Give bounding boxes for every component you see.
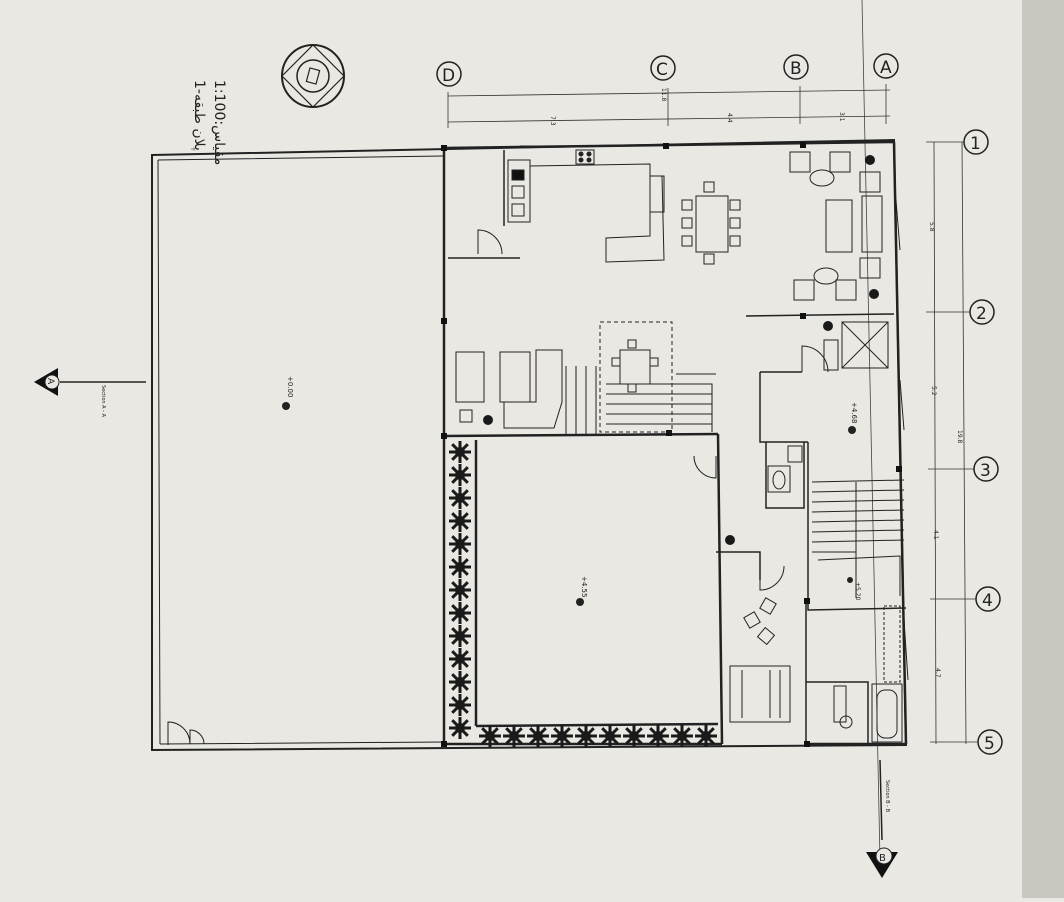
shrub-icon bbox=[449, 717, 471, 739]
svg-text:+5.20: +5.20 bbox=[854, 582, 861, 601]
section-b-label: Section B - B bbox=[884, 780, 890, 813]
svg-text:B: B bbox=[790, 59, 802, 79]
shrub-icon bbox=[623, 725, 645, 747]
potted-plant-icons bbox=[483, 155, 879, 545]
dim-right-total: 19.8 bbox=[956, 430, 963, 444]
hall-level-marker: +4.68 bbox=[848, 402, 858, 434]
svg-text:+4.55: +4.55 bbox=[580, 576, 588, 597]
grid-bubble-3: 3 bbox=[973, 456, 999, 482]
living-room bbox=[789, 151, 883, 301]
dining-table bbox=[681, 181, 741, 265]
title-block: 1-پلان طبقه مقیاس:1:100 bbox=[191, 80, 227, 165]
dim-top-2: 4.4 bbox=[726, 113, 733, 123]
grid-bubble-c: C bbox=[650, 55, 676, 81]
dim-right-2: 5.2 bbox=[930, 386, 937, 396]
grid-bubble-4: 4 bbox=[975, 586, 1001, 612]
shrub-icon bbox=[449, 533, 471, 555]
svg-text:2: 2 bbox=[976, 304, 987, 324]
top-dimension-lines bbox=[447, 84, 891, 128]
section-a-marker: A Section A - A bbox=[34, 368, 146, 418]
shrub-icon bbox=[551, 725, 573, 747]
bath-and-stair bbox=[767, 445, 905, 598]
shrub-icon bbox=[449, 464, 471, 486]
grid-bubble-2: 2 bbox=[969, 299, 995, 325]
grid-bubble-5: 5 bbox=[977, 729, 1003, 755]
north-arrow-icon bbox=[281, 44, 345, 108]
building-walls bbox=[442, 140, 908, 746]
shrub-icon bbox=[449, 556, 471, 578]
dim-right-1: 5.8 bbox=[928, 222, 935, 232]
shrub-icon bbox=[449, 648, 471, 670]
lounge-and-stairs bbox=[455, 321, 716, 434]
plan-title: 1-پلان طبقه bbox=[191, 80, 207, 151]
kitchen bbox=[477, 149, 665, 263]
svg-text:5: 5 bbox=[984, 734, 995, 754]
svg-text:+4.68: +4.68 bbox=[850, 402, 858, 423]
section-a-label: Section A - A bbox=[100, 385, 106, 418]
page-edge bbox=[1022, 0, 1064, 898]
svg-text:C: C bbox=[656, 60, 668, 80]
dim-right-3: 4.1 bbox=[932, 530, 939, 540]
shrub-icon bbox=[503, 725, 525, 747]
grid-bubble-b: B bbox=[783, 54, 809, 80]
dim-top-4: 7.3 bbox=[549, 116, 556, 126]
dim-top-3: 11.8 bbox=[660, 88, 667, 102]
gate-door-icon bbox=[167, 721, 205, 745]
svg-text:A: A bbox=[880, 58, 892, 78]
window-marks bbox=[520, 145, 909, 681]
top-dimension-texts: 3.1 4.4 11.8 7.3 bbox=[549, 88, 845, 126]
shrub-icon bbox=[647, 725, 669, 747]
shrub-icon bbox=[599, 725, 621, 747]
courtyard-level-marker: +4.55 bbox=[576, 576, 588, 606]
stair-level-marker: +5.20 bbox=[847, 577, 861, 601]
grid-bubble-d: D bbox=[436, 61, 462, 87]
shrub-icon bbox=[695, 725, 717, 747]
svg-text:3: 3 bbox=[980, 461, 991, 481]
shrub-icon bbox=[575, 725, 597, 747]
shrub-icon bbox=[449, 671, 471, 693]
shrub-icon bbox=[449, 579, 471, 601]
elevator-shaft bbox=[801, 321, 889, 373]
shrub-icon bbox=[449, 510, 471, 532]
courtyard-plantings bbox=[449, 441, 717, 747]
structural-columns bbox=[441, 142, 902, 747]
shrub-icon bbox=[449, 441, 471, 463]
shrub-icon bbox=[449, 602, 471, 624]
section-b-marker: B Section B - B bbox=[866, 759, 898, 878]
right-dimension-lines bbox=[926, 141, 978, 745]
right-dimension-texts: 5.8 5.2 4.1 4.7 19.8 bbox=[928, 222, 963, 678]
shrub-icon bbox=[479, 725, 501, 747]
plan-scale: مقیاس:1:100 bbox=[211, 80, 227, 165]
shrub-icon bbox=[449, 625, 471, 647]
shrub-icon bbox=[449, 487, 471, 509]
svg-text:D: D bbox=[442, 66, 455, 86]
svg-text:B: B bbox=[879, 853, 886, 864]
svg-text:1: 1 bbox=[970, 134, 981, 154]
interior-partitions bbox=[448, 150, 907, 744]
shrub-icon bbox=[449, 694, 471, 716]
shrub-icon bbox=[527, 725, 549, 747]
svg-text:4: 4 bbox=[982, 591, 993, 611]
grid-bubble-1: 1 bbox=[963, 129, 989, 155]
svg-text:+0.00: +0.00 bbox=[286, 376, 294, 397]
yard-level-marker: +0.00 bbox=[282, 376, 294, 410]
shrub-icon bbox=[671, 725, 693, 747]
grid-bubble-a: A bbox=[873, 53, 899, 79]
site-boundary bbox=[151, 138, 908, 752]
dim-top-1: 3.1 bbox=[838, 112, 845, 122]
dim-right-4: 4.7 bbox=[934, 668, 941, 678]
lower-right-rooms bbox=[693, 455, 903, 743]
svg-text:A: A bbox=[45, 378, 55, 385]
